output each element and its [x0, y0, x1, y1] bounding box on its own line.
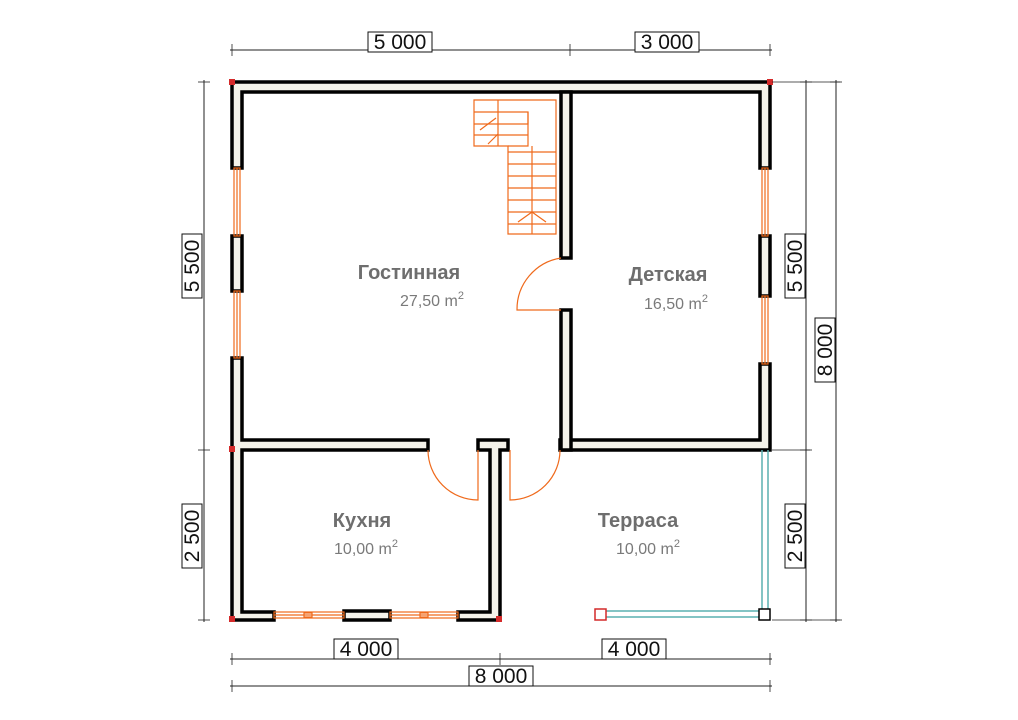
wall-top	[230, 80, 772, 170]
wall-middle-upper	[559, 90, 573, 260]
room-terrace-name: Терраса	[598, 510, 679, 532]
room-kitchen-name: Кухня	[333, 510, 391, 532]
windows	[233, 167, 769, 619]
svg-text:2 500: 2 500	[181, 510, 204, 563]
dimension-label-right-total: 8 000	[814, 317, 837, 383]
room-living-name: Гостинная	[358, 262, 460, 284]
wall-left-seg-1	[230, 234, 244, 293]
wall-right-seg-1	[758, 234, 772, 298]
terrace-railing	[594, 450, 771, 621]
dimension-lines	[198, 44, 842, 692]
dimension-label-bottom-left: 4 000	[333, 638, 399, 661]
room-kitchen: Кухня 10,00 m2	[333, 510, 398, 558]
svg-text:4 000: 4 000	[340, 638, 393, 661]
wall-bottom-mid	[342, 609, 392, 622]
wall-left-lower	[230, 356, 430, 622]
svg-text:5 500: 5 500	[181, 240, 204, 293]
wall-right-lower	[558, 362, 772, 452]
wall-kitchen-right	[456, 438, 510, 622]
dimension-label-left-upper: 5 500	[181, 233, 204, 299]
room-kids-area: 16,50 m2	[644, 293, 708, 313]
room-living: Гостинная 27,50 m2	[358, 262, 464, 310]
svg-text:4 000: 4 000	[608, 638, 661, 661]
room-kitchen-area: 10,00 m2	[334, 538, 398, 558]
svg-text:5 000: 5 000	[374, 31, 427, 54]
terrace-post-left	[594, 608, 607, 621]
dimension-label-left-lower: 2 500	[181, 503, 204, 569]
svg-text:3 000: 3 000	[641, 31, 694, 54]
dimension-label-right-upper: 5 500	[784, 233, 807, 299]
svg-text:8 000: 8 000	[814, 324, 837, 377]
room-terrace-area: 10,00 m2	[616, 538, 680, 558]
dimension-label-bottom-total: 8 000	[468, 665, 534, 688]
dimension-label-top-left: 5 000	[367, 31, 433, 54]
room-kids-name: Детская	[629, 264, 708, 286]
svg-text:5 500: 5 500	[784, 240, 807, 293]
dimension-label-top-right: 3 000	[634, 31, 700, 54]
corner-posts	[229, 79, 773, 622]
dimension-label-bottom-right: 4 000	[601, 638, 667, 661]
room-terrace: Терраса 10,00 m2	[598, 510, 680, 558]
terrace-post-right	[758, 608, 771, 621]
svg-text:2 500: 2 500	[784, 510, 807, 563]
room-living-area: 27,50 m2	[400, 290, 464, 310]
wall-middle-lower	[559, 308, 573, 452]
dimension-label-right-lower: 2 500	[784, 503, 807, 569]
door-terrace	[509, 449, 561, 501]
door-living-kids	[516, 257, 562, 311]
svg-text:8 000: 8 000	[475, 665, 528, 688]
staircase	[473, 99, 557, 235]
doors	[427, 257, 562, 501]
door-kitchen	[427, 449, 479, 501]
walls	[230, 80, 772, 622]
room-kids: Детская 16,50 m2	[629, 264, 708, 313]
